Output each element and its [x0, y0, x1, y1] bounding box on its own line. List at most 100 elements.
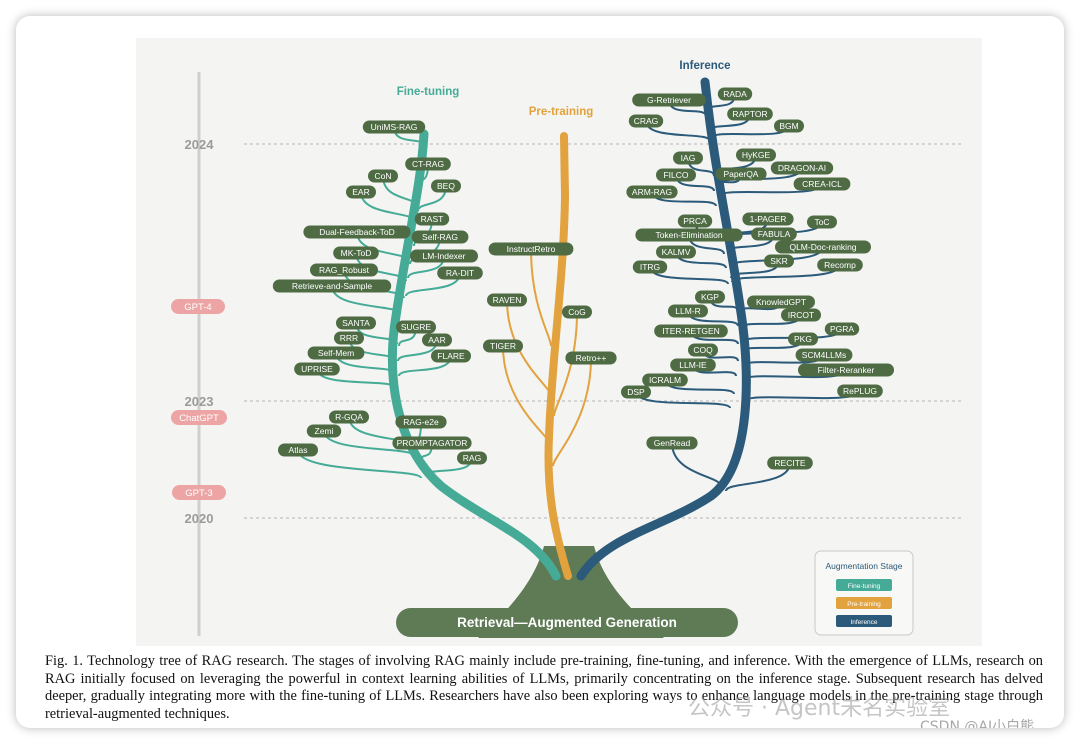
figure-caption: Fig. 1. Technology tree of RAG research.…	[45, 653, 1043, 722]
node-label: Self-RAG	[422, 232, 458, 242]
node-scm4llms: SCM4LLMs	[795, 348, 853, 362]
node-pill	[294, 362, 340, 376]
pre-training-title: Pre-training	[529, 106, 594, 118]
node-label: RA-DIT	[446, 268, 474, 278]
node-flare: FLARE	[431, 349, 471, 363]
node-atlas: Atlas	[278, 443, 318, 457]
node-pill	[654, 324, 728, 338]
node-crag: CRAG	[628, 114, 664, 128]
node-label: DRAGON-AI	[778, 163, 826, 173]
node-ear: EAR	[346, 185, 376, 199]
node-label: EAR	[352, 187, 369, 197]
watermark-wechat: 公众号 · Agent未名实验室	[688, 696, 951, 721]
node-label: LM-Indexer	[423, 251, 466, 261]
node-pill	[414, 212, 450, 226]
node-pill	[306, 424, 342, 438]
node-pill	[781, 308, 821, 322]
node-cog: CoG	[562, 305, 592, 319]
node-label: ITER-RETGEN	[662, 326, 720, 336]
node-r-gqa: R-GQA	[329, 410, 369, 424]
node-pill	[621, 385, 651, 399]
node-label: Retro++	[576, 353, 607, 363]
inference-title: Inference	[679, 60, 730, 72]
root-label: Retrieval—Augmented Generation	[457, 615, 677, 630]
node-label: RePLUG	[843, 386, 877, 396]
node-coq: COQ	[688, 343, 718, 357]
node-pill	[774, 119, 804, 133]
node-pill	[770, 161, 834, 175]
node-pill	[688, 343, 718, 357]
node-pill	[677, 214, 713, 228]
node-label: KALMV	[662, 247, 691, 257]
node-label: CoN	[374, 171, 391, 181]
node-label: PKG	[794, 334, 812, 344]
node-label: LLM-R	[675, 306, 701, 316]
node-pill	[717, 87, 753, 101]
node-retrieve-and-sample: Retrieve-and-Sample	[272, 279, 392, 293]
legend-label-fine-tuning: Fine-tuning	[848, 583, 881, 590]
node-beq: BEQ	[431, 179, 461, 193]
node-label: DSP	[627, 387, 645, 397]
node-pill	[310, 263, 378, 277]
node-kgp: KGP	[695, 290, 725, 304]
node-label: Zemi	[315, 426, 334, 436]
twig-retrieve-and-sample	[331, 285, 401, 315]
node-label: ToC	[814, 217, 829, 227]
node-label: IAG	[681, 153, 696, 163]
milestone-gpt3: GPT-3	[172, 485, 226, 500]
node-aar: AAR	[422, 333, 452, 347]
watermark-csdn: CSDN @AI小白熊	[920, 719, 1035, 728]
node-pill	[747, 295, 815, 309]
node-label: UPRISE	[301, 364, 333, 374]
node-pill	[410, 249, 478, 263]
fine-tuning-trunk	[387, 129, 561, 581]
node-pill	[488, 242, 574, 256]
node-pill	[346, 185, 376, 199]
node-pill	[334, 331, 364, 345]
node-pill	[642, 373, 688, 387]
node-pill	[396, 320, 436, 334]
node-rrr: RRR	[334, 331, 364, 345]
node-pill	[668, 304, 708, 318]
node-pill	[727, 107, 773, 121]
node-label: SKR	[770, 256, 787, 266]
node-promptagator: PROMPTAGATOR	[392, 436, 472, 450]
node-label: PaperQA	[724, 169, 759, 179]
node-pill	[673, 151, 703, 165]
node-pill	[670, 358, 716, 372]
node-qlm-doc-ranking: QLM-Doc-ranking	[775, 240, 871, 254]
node-label: ICRALM	[649, 375, 681, 385]
node-raven: RAVEN	[487, 293, 527, 307]
node-label: PROMPTAGATOR	[397, 438, 468, 448]
node-santa: SANTA	[336, 316, 376, 330]
node-g-retriever: G-Retriever	[632, 93, 706, 107]
node-paperqa: PaperQA	[715, 167, 767, 181]
node-pill	[635, 228, 743, 242]
legend-title: Augmentation Stage	[825, 561, 902, 571]
node-label: Retrieve-and-Sample	[292, 281, 373, 291]
pre-training-trunk	[544, 132, 572, 580]
node-pill	[628, 114, 664, 128]
node-label: RAST	[421, 214, 444, 224]
node-label: TIGER	[490, 341, 516, 351]
node-recomp: Recomp	[817, 258, 863, 272]
node-label: CREA-ICL	[802, 179, 842, 189]
node-llm-r: LLM-R	[668, 304, 708, 318]
node-mk-tod: MK-ToD	[333, 246, 379, 260]
node-label: FILCO	[663, 170, 688, 180]
node-pill	[807, 215, 837, 229]
legend-swatch-fine-tuning	[836, 579, 892, 591]
node-raptor: RAPTOR	[727, 107, 773, 121]
node-pkg: PKG	[788, 332, 818, 346]
node-uprise: UPRISE	[294, 362, 340, 376]
node-label: KGP	[701, 292, 719, 302]
node-pill	[646, 436, 698, 450]
node-pill	[431, 179, 461, 193]
node-kalmv: KALMV	[656, 245, 696, 259]
node-knowledgpt: KnowledGPT	[747, 295, 815, 309]
node-label: RAVEN	[493, 295, 522, 305]
node-pill	[795, 348, 853, 362]
node-instructretro: InstructRetro	[488, 242, 574, 256]
legend-label-inference: Inference	[850, 619, 877, 626]
node-pill	[788, 332, 818, 346]
